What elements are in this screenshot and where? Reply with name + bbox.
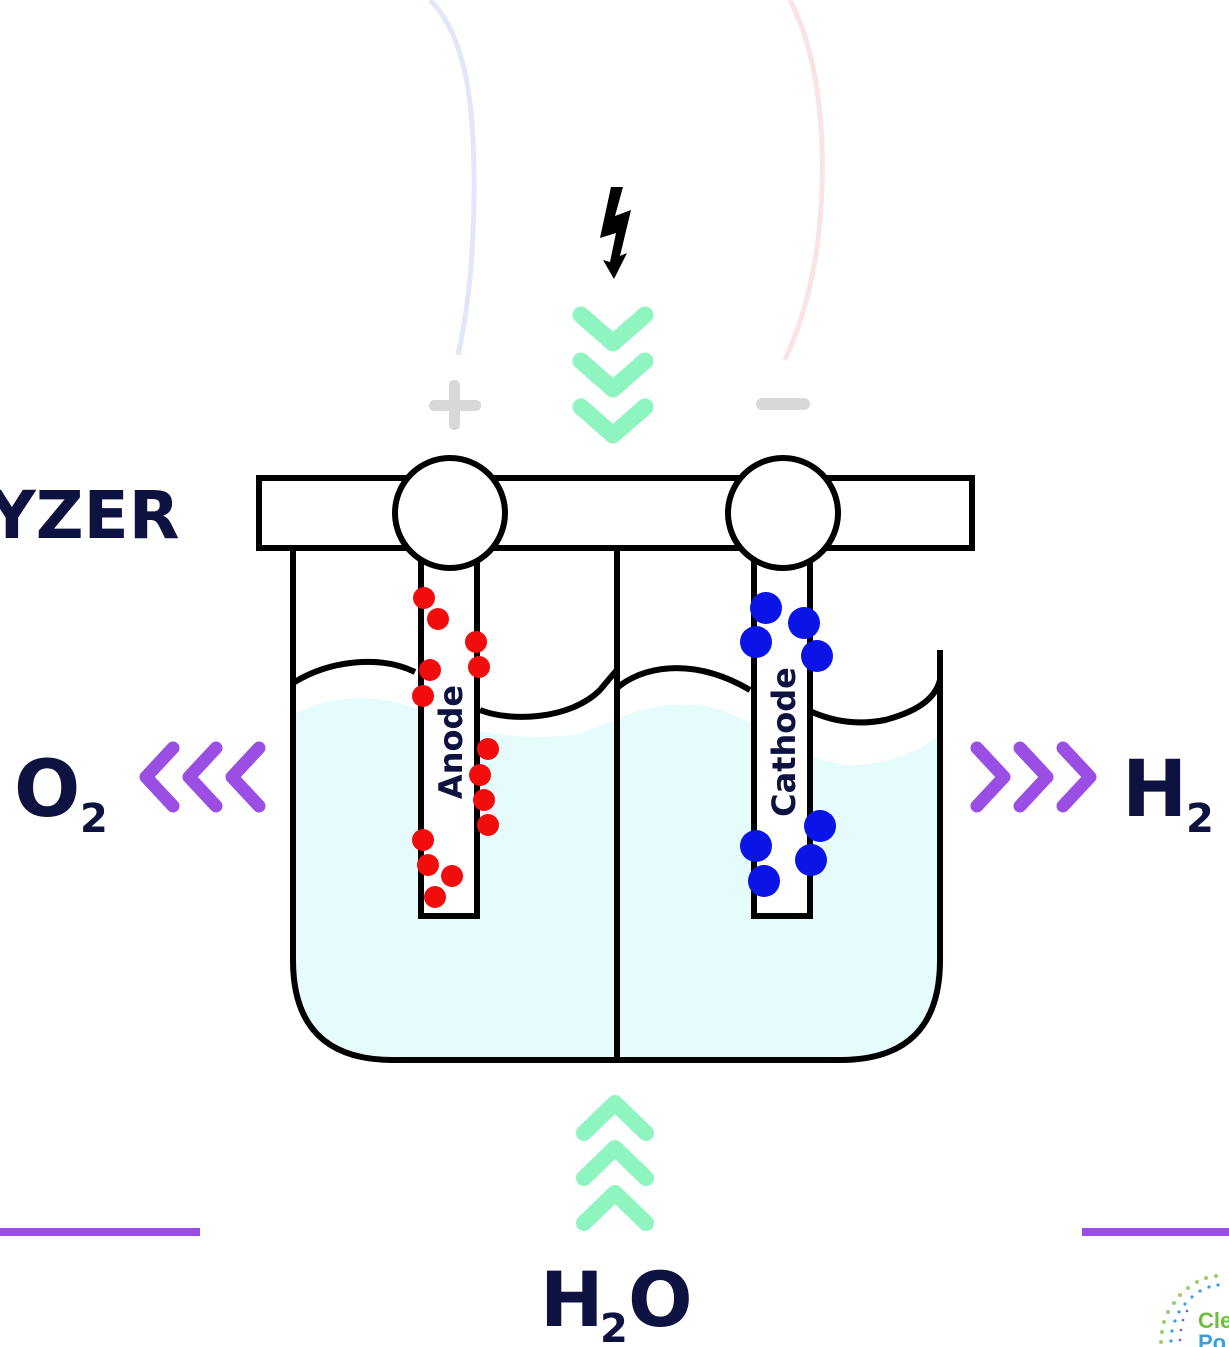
svg-text:Po: Po [1198,1330,1226,1347]
svg-text:2: 2 [600,1306,628,1347]
anode-label: Anode [432,685,470,799]
o2-label: O 2 [14,745,108,842]
svg-text:H: H [1122,745,1187,835]
up-chevron-icon [576,1095,654,1231]
svg-text:O: O [628,1255,693,1344]
lightning-icon [600,187,631,279]
water-surface-right [615,665,943,726]
water-surface-left [291,658,620,720]
svg-text:O: O [14,745,80,835]
logo-dots-icon [1159,1274,1218,1344]
svg-text:H: H [540,1255,604,1344]
anode-bubbles [412,587,499,908]
logo: Cle Po [1159,1274,1229,1347]
plus-sign-icon [429,380,481,430]
h2o-label: H 2 O [540,1255,693,1347]
anode-terminal [392,455,508,571]
down-chevron-icon [572,306,654,444]
cathode-bubbles [740,592,836,897]
title-fragment: YZER [0,477,180,554]
minus-sign-icon [756,398,810,410]
left-chevron-icon [139,741,266,813]
svg-text:Cle: Cle [1198,1308,1229,1333]
cathode-label: Cathode [765,667,803,817]
right-chevron-icon [970,741,1097,813]
svg-text:2: 2 [1186,796,1214,842]
positive-wire [428,0,477,356]
cathode-terminal [725,455,841,571]
h2-label: H 2 [1122,745,1214,842]
anode-electrode [418,537,480,919]
svg-text:2: 2 [80,796,108,842]
top-bar [256,475,975,551]
negative-wire [782,0,825,361]
